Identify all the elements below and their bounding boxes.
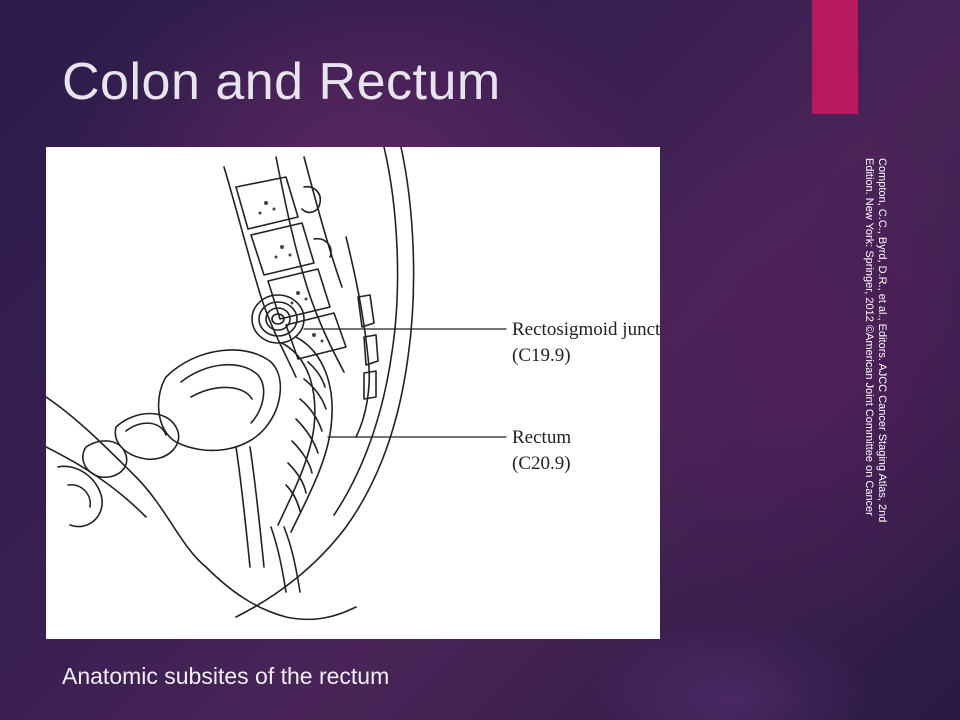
label-rectum-code: (C20.9) <box>512 453 571 474</box>
citation-text: Compton, C.C., Byrd, D.R., et al., Edito… <box>863 158 888 523</box>
citation: Compton, C.C., Byrd, D.R., et al., Edito… <box>848 158 888 558</box>
slide-caption: Anatomic subsites of the rectum <box>62 663 390 689</box>
label-rectosigmoid-name: Rectosigmoid junction <box>512 319 660 340</box>
accent-bar <box>812 0 858 114</box>
pelvis-sagittal-illustration: Rectosigmoid junction (C19.9) Rectum (C2… <box>46 147 660 621</box>
label-rectosigmoid-code: (C19.9) <box>512 345 571 366</box>
slide-title: Colon and Rectum <box>62 53 501 111</box>
anatomy-figure: Rectosigmoid junction (C19.9) Rectum (C2… <box>46 147 660 639</box>
label-rectum-name: Rectum <box>512 427 571 448</box>
